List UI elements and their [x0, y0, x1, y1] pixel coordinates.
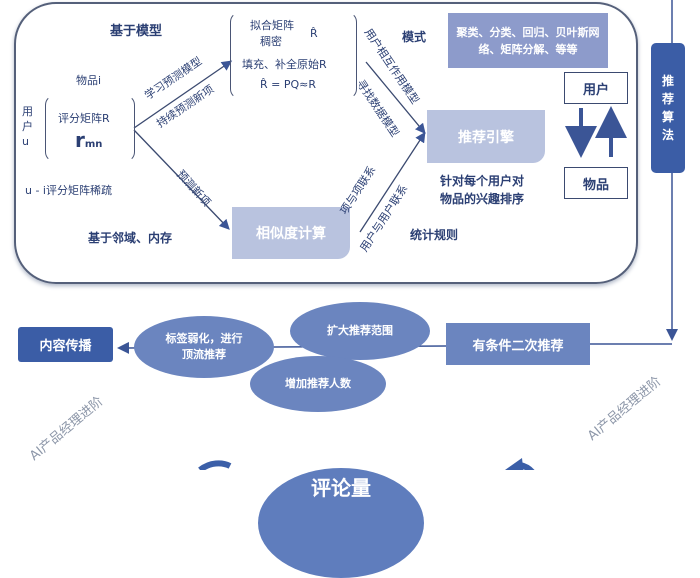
user-box: 用户: [564, 72, 628, 104]
sparse-note: u - i评分矩阵稀疏: [25, 184, 112, 197]
side-box: 推荐算法: [651, 43, 685, 173]
item-label: 物品i: [76, 74, 102, 87]
curved-arrow-icon: [519, 462, 534, 470]
ranking-note: 针对每个用户对: [440, 174, 525, 188]
mode-label: 模式: [402, 30, 427, 44]
weaken-ellipse: 标签弱化，进行顶流推荐: [134, 316, 274, 378]
arrow-predict: [133, 129, 230, 230]
user-label: 用户u: [22, 105, 33, 148]
arrow-interaction: [365, 61, 426, 135]
stat-rules-label: 统计规则: [410, 228, 459, 242]
comments-ellipse: 评论量: [258, 468, 424, 578]
arrow-learn: [133, 60, 233, 129]
curved-arrow-icon-left: [198, 460, 232, 470]
fit-line: 填充、补全原始R: [242, 58, 327, 71]
spread-box: 内容传播: [18, 327, 113, 362]
matrix-symbol: rmn: [75, 128, 103, 152]
fit-line: R̂: [310, 27, 318, 40]
fit-line: R̂ = PQ≈R: [260, 78, 317, 91]
model-based-title: 基于模型: [110, 24, 163, 39]
fit-line: 拟合矩阵: [250, 19, 294, 32]
engine-box: 推荐引擎: [427, 110, 545, 163]
ranking-note: 物品的兴趣排序: [440, 192, 525, 206]
arrow-relation: [359, 131, 426, 233]
algorithm-panel: [14, 2, 638, 284]
matrix-title: 评分矩阵R: [58, 112, 110, 125]
fit-line: 稠密: [260, 35, 282, 48]
neighborhood-label: 基于邻域、内存: [88, 231, 173, 245]
methods-box: 聚类、分类、回归、贝叶斯网络、矩阵分解、等等: [448, 13, 608, 68]
similarity-box: 相似度计算: [232, 207, 350, 259]
increase-ellipse: 增加推荐人数: [250, 356, 386, 412]
fit-bracket: [230, 12, 357, 99]
matrix-bracket: [45, 95, 135, 162]
expand-ellipse: 扩大推荐范围: [290, 302, 430, 360]
item-box: 物品: [564, 167, 628, 199]
secondary-box: 有条件二次推荐: [446, 323, 590, 365]
